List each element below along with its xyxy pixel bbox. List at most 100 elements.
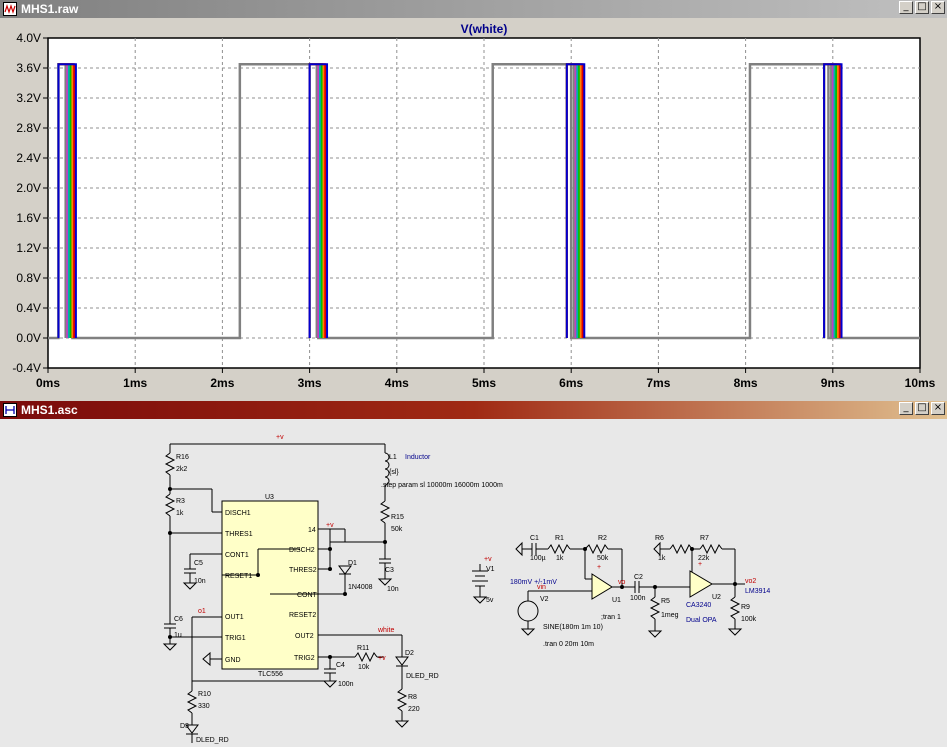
net-label: +v — [484, 556, 492, 563]
opamp-plus: + — [597, 564, 601, 571]
y-tick-label: 0.8V — [16, 271, 41, 285]
component-value: 10n — [387, 586, 399, 593]
component-value: SINE(180m 1m 10) — [543, 624, 603, 631]
series-pulse — [57, 63, 77, 338]
y-tick-label: 2.0V — [16, 181, 41, 195]
component-ref: U1 — [612, 597, 621, 604]
component-value: 100k — [741, 616, 757, 623]
y-tick-label: 1.6V — [16, 211, 41, 225]
minimize-button[interactable]: _ — [899, 402, 913, 415]
pin-label: RESET2 — [289, 612, 316, 619]
pin-label: THRES1 — [225, 531, 253, 538]
net-label: +v — [326, 522, 334, 529]
component-ref: U3 — [265, 494, 274, 501]
spice-directive: .tran 0 20m 10m — [543, 641, 594, 648]
x-tick-label: 5ms — [472, 376, 496, 390]
minimize-button[interactable]: _ — [899, 1, 913, 14]
net-label: o1 — [198, 608, 206, 615]
component-ref: R15 — [391, 514, 404, 521]
component-value: 50k — [597, 555, 609, 562]
component-value: 1u — [174, 632, 182, 639]
component-ref: U2 — [712, 594, 721, 601]
y-tick-label: 0.4V — [16, 301, 41, 315]
component-value: DLED_RD — [196, 737, 229, 744]
pin-label: TRIG2 — [294, 655, 315, 662]
maximize-button[interactable]: □ — [915, 1, 929, 14]
component-ref: R16 — [176, 454, 189, 461]
component-value: 22k — [698, 555, 710, 562]
component-value: 100n — [338, 681, 354, 688]
y-tick-label: 0.0V — [16, 331, 41, 345]
component-ref: R6 — [655, 535, 664, 542]
component-ref: R3 — [176, 498, 185, 505]
schematic-titlebar[interactable]: MHS1.asc _ □ × — [0, 401, 947, 419]
pin-label: DISCH2 — [289, 547, 315, 554]
net-label: white — [377, 627, 394, 634]
schematic-window: MHS1.asc _ □ × — [0, 401, 947, 747]
net-label: +v — [378, 655, 386, 662]
component-value: 50k — [391, 526, 403, 533]
pin-label: OUT1 — [225, 614, 244, 621]
component-name: 180mV +/-1mV — [510, 579, 557, 586]
component-ref: D2 — [405, 650, 414, 657]
close-button[interactable]: × — [931, 402, 945, 415]
component-ref: C5 — [194, 560, 203, 567]
net-label: vin — [537, 584, 546, 591]
plot-titlebar[interactable]: MHS1.raw _ □ × — [0, 0, 947, 18]
component-value: 10k — [358, 664, 370, 671]
plot-window-title: MHS1.raw — [21, 2, 79, 16]
spice-directive: .step param sl 10000m 16000m 1000m — [381, 482, 503, 489]
chart-title: V(white) — [461, 22, 508, 36]
spice-directive: ;tran 1 — [601, 614, 621, 621]
component-value: 1k — [658, 555, 666, 562]
maximize-button[interactable]: □ — [915, 402, 929, 415]
y-tick-label: 3.6V — [16, 61, 41, 75]
component-value: 100µ — [530, 555, 546, 562]
component-ref: L1 — [389, 454, 397, 461]
component-value: 2k2 — [176, 466, 187, 473]
component-ref: C2 — [634, 574, 643, 581]
component-name: Inductor — [405, 454, 431, 461]
pin-label: OUT2 — [295, 633, 314, 640]
x-tick-label: 8ms — [734, 376, 758, 390]
pin-label: RESET1 — [225, 573, 252, 580]
y-tick-label: 1.2V — [16, 241, 41, 255]
waveform-chart[interactable]: 4.0V3.6V3.2V2.8V2.4V2.0V1.6V1.2V0.8V0.4V… — [0, 18, 947, 401]
component-name: CA3240 — [686, 602, 711, 609]
series-pulse — [308, 63, 329, 338]
y-tick-label: -0.4V — [12, 361, 41, 375]
pin-label: TRIG1 — [225, 635, 246, 642]
component-ref: R8 — [408, 694, 417, 701]
schematic-canvas[interactable]: +v R16 2k2 R3 1k C5 10n C6 1u R10 330 D3… — [0, 419, 947, 747]
y-tick-label: 2.4V — [16, 151, 41, 165]
x-tick-label: 0ms — [36, 376, 60, 390]
x-tick-label: 2ms — [210, 376, 234, 390]
x-tick-label: 1ms — [123, 376, 147, 390]
component-value: 1meg — [661, 612, 679, 619]
component-ref: C4 — [336, 662, 345, 669]
net-label: vo — [618, 579, 626, 586]
component-ref: C1 — [530, 535, 539, 542]
component-ref: D1 — [348, 560, 357, 567]
x-tick-label: 7ms — [646, 376, 670, 390]
pin-label: GND — [225, 657, 241, 664]
component-value: {sl} — [389, 469, 399, 476]
component-ref: R2 — [598, 535, 607, 542]
component-value: 220 — [408, 706, 420, 713]
component-ref: C3 — [385, 567, 394, 574]
opamp-plus: + — [698, 561, 702, 568]
component-value: 10n — [194, 578, 206, 585]
component-value: 5v — [486, 597, 494, 604]
close-button[interactable]: × — [931, 1, 945, 14]
y-tick-label: 4.0V — [16, 31, 41, 45]
y-tick-label: 2.8V — [16, 121, 41, 135]
component-value: TLC556 — [258, 671, 283, 678]
component-ref: R1 — [555, 535, 564, 542]
component-ref: D3 — [180, 723, 189, 730]
x-tick-label: 10ms — [905, 376, 936, 390]
component-value: DLED_RD — [406, 673, 439, 680]
x-tick-label: 4ms — [385, 376, 409, 390]
series-pulse — [823, 63, 843, 338]
x-tick-label: 9ms — [821, 376, 845, 390]
